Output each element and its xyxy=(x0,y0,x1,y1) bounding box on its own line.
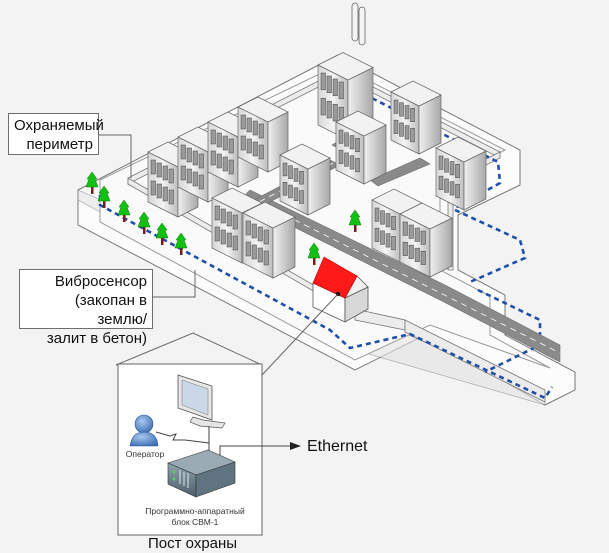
tree-icon xyxy=(174,232,188,255)
monitor-icon xyxy=(177,374,226,429)
ethernet-label: Ethernet xyxy=(307,438,368,455)
leader-lines xyxy=(99,134,339,376)
callout-line: Охраняемый xyxy=(14,117,104,134)
tree-icon xyxy=(307,242,321,265)
building-icon xyxy=(335,110,387,185)
callout-line: Вибросенсор xyxy=(54,273,147,290)
arrow-right-icon xyxy=(290,442,301,450)
tree-icon xyxy=(117,199,131,222)
server-unit-icon xyxy=(167,449,236,498)
building-icon xyxy=(279,143,331,216)
building-icon xyxy=(242,201,296,279)
control-unit-label-line: Программно-аппаратный xyxy=(145,506,245,516)
building-icon xyxy=(399,202,453,278)
tree-icon xyxy=(137,211,151,234)
protected-perimeter-callout: Охраняемый периметр xyxy=(8,113,104,155)
tree-icon xyxy=(348,209,362,232)
control-unit-label: Программно-аппаратный блок СВМ-1 xyxy=(140,506,250,528)
building-icon xyxy=(435,136,487,211)
operator-label: Оператор xyxy=(125,449,165,459)
tree-icon xyxy=(97,185,111,208)
operator-icon xyxy=(129,414,159,447)
factory-chimney-icon xyxy=(351,2,366,46)
control-unit-label-line: блок СВМ-1 xyxy=(171,517,219,527)
callout-line: периметр xyxy=(26,136,93,153)
callout-line: залит в бетон) xyxy=(46,330,147,347)
vibration-sensor-line xyxy=(98,80,554,400)
vibration-sensor-callout: Вибросенсор (закопан в землю/ залит в бе… xyxy=(19,269,153,347)
house-icon xyxy=(312,256,369,323)
building-icon xyxy=(390,80,442,155)
buildings xyxy=(147,52,487,279)
trees xyxy=(85,171,362,265)
tree-icon xyxy=(85,171,99,194)
guard-post-title: Пост охраны xyxy=(148,535,238,552)
tree-icon xyxy=(155,222,169,245)
callout-line: (закопан в землю/ xyxy=(74,292,147,328)
